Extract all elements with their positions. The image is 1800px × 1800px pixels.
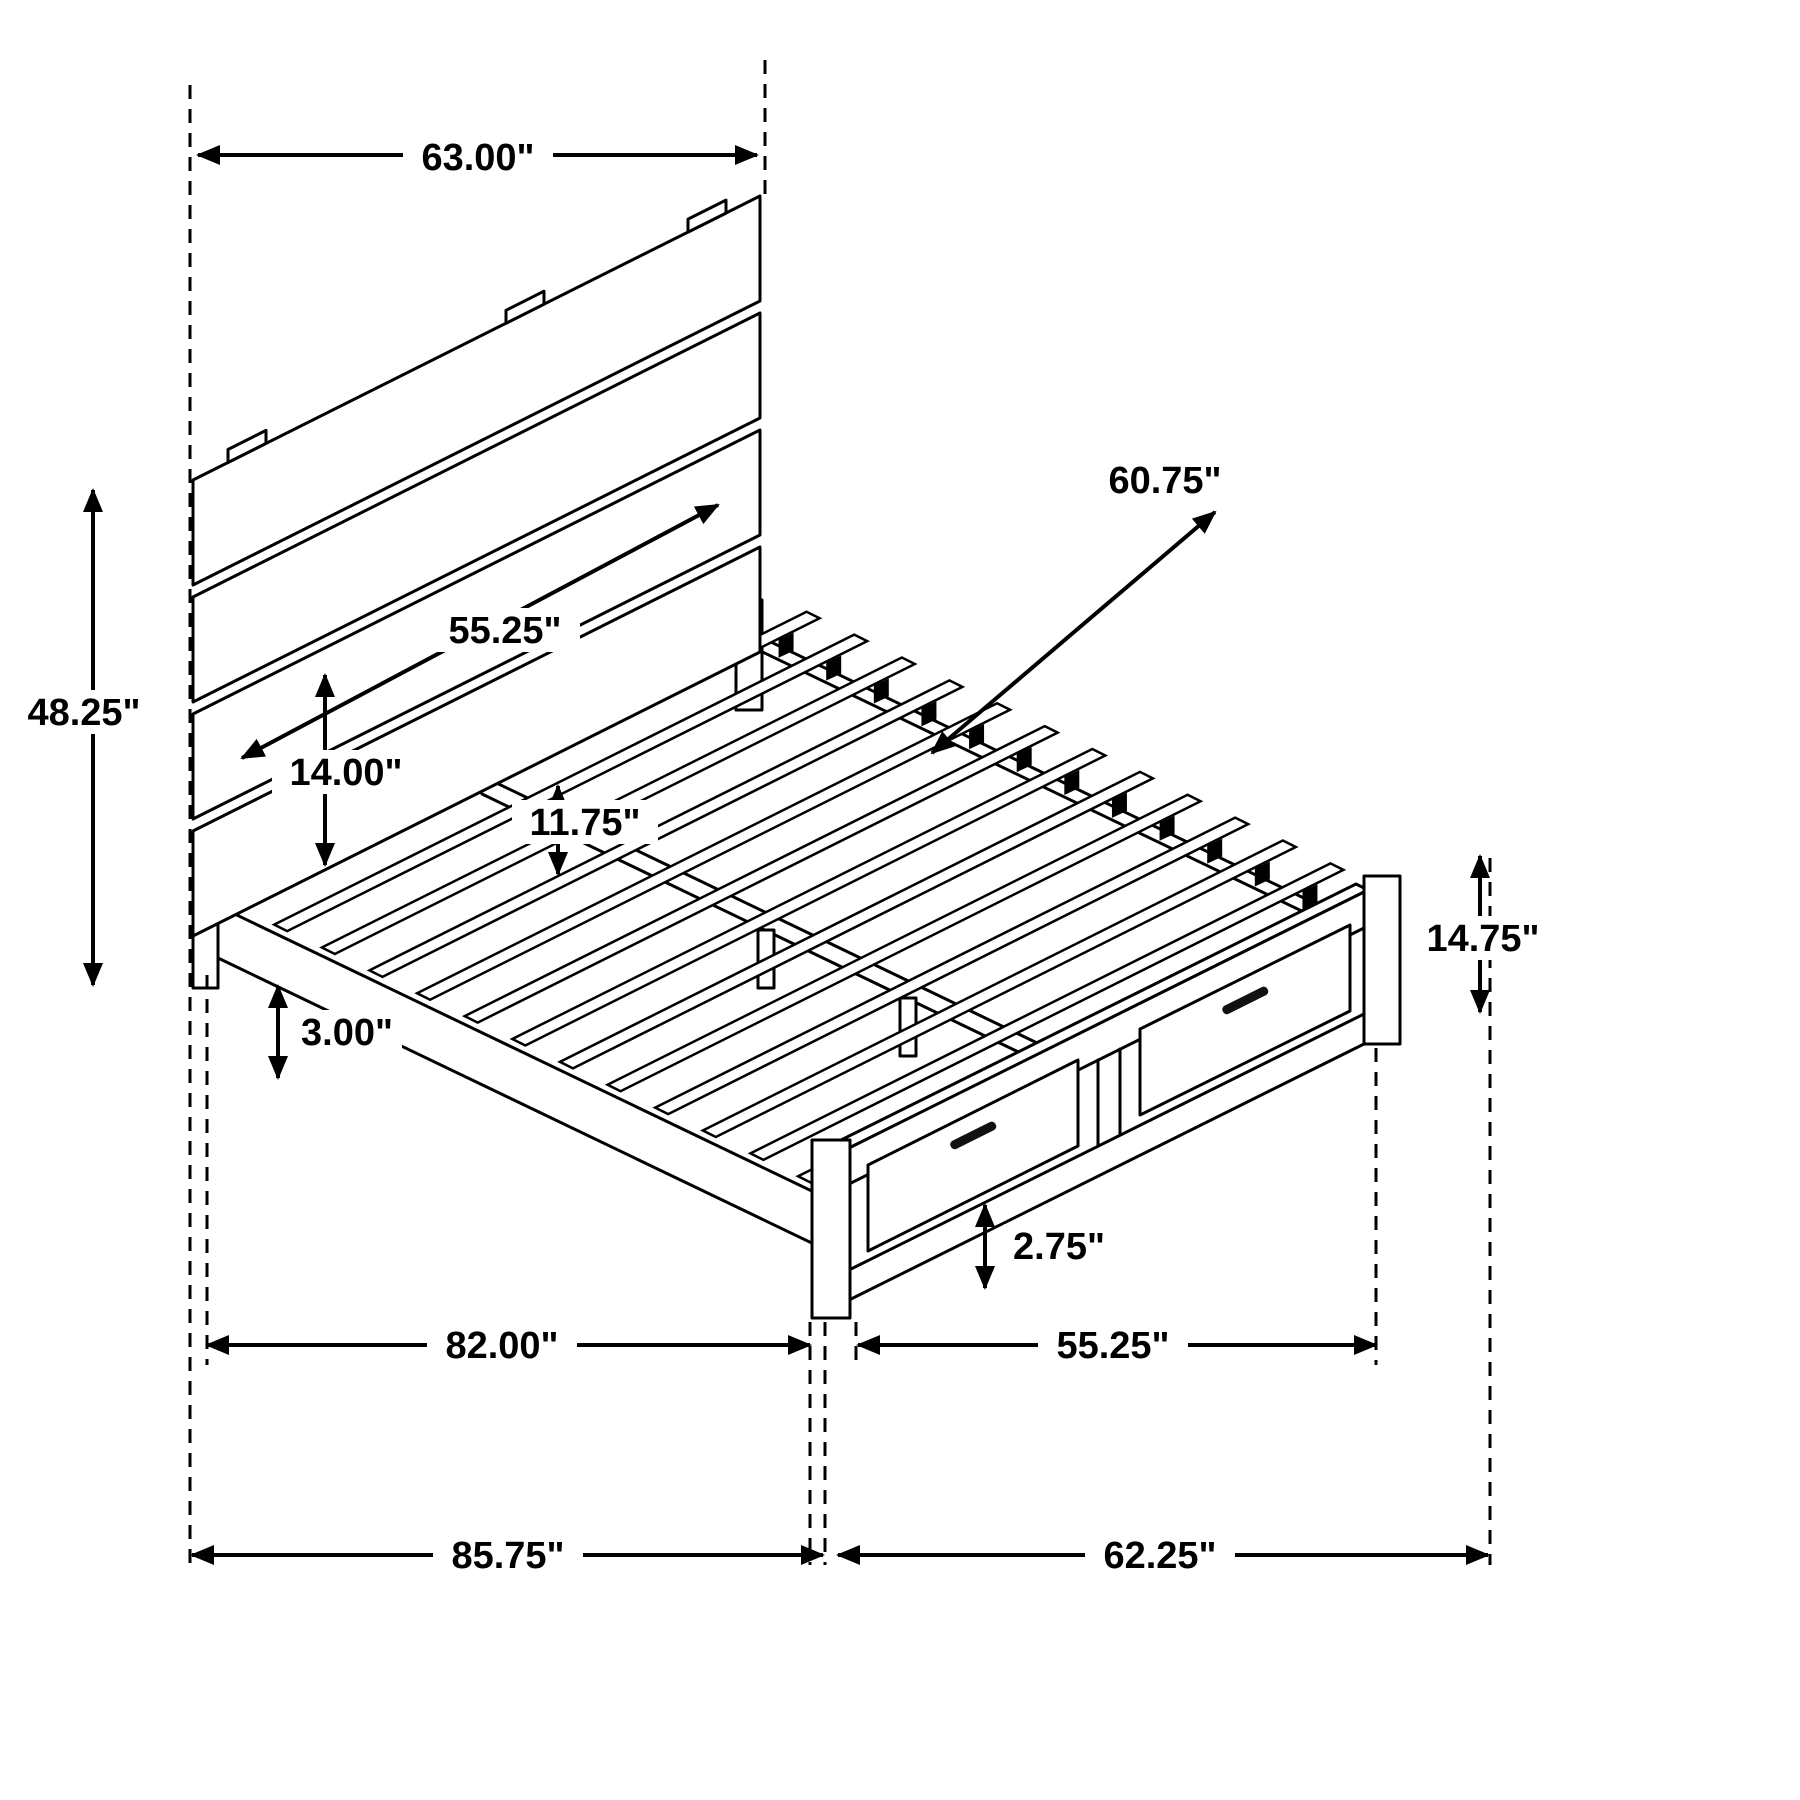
dim-label-headboard-width: 63.00" [421,137,534,179]
drawer-left-handle [950,1121,997,1150]
storage-footboard [831,882,1370,1304]
bed-slat [604,793,1204,1093]
dim-label-headboard-height: 48.25" [27,692,140,734]
slat-bracket [1254,861,1270,887]
dim-label-side-rail-height: 11.75" [529,802,640,844]
slat-bracket [778,632,794,658]
bed-slat [557,770,1156,1070]
dim-frame-clearance: 3.00" [268,984,402,1080]
slat-bracket [1159,815,1175,841]
slat-bracket [1111,792,1127,818]
dim-label-footboard-height: 14.75" [1426,918,1539,960]
slat-bracket [826,655,842,681]
headboard-plank [191,194,762,587]
dim-side-rail-height: 11.75" [512,784,658,876]
bed-slat [747,861,1347,1162]
headboard-tab [226,428,268,464]
dim-footboard-width: 55.25" [856,1323,1378,1367]
dim-label-frame-clearance: 3.00" [301,1012,393,1054]
slat-bracket [1064,769,1080,795]
drawer-right [1138,923,1352,1117]
bed-slat [700,839,1299,1139]
footboard-bottom-rail-line [843,1010,1370,1274]
dim-headboard-bottom-height: 14.00" [272,673,420,867]
dim-frame-length: 82.00" [205,1323,812,1367]
footboard-right-leg [1362,874,1402,1046]
dim-label-frame-length: 82.00" [445,1325,558,1367]
dim-label-overall-width: 62.25" [1103,1535,1216,1577]
drawer-left [866,1058,1080,1253]
dim-label-headboard-bottom-height: 14.00" [289,752,402,794]
dim-label-drawer-clearance: 2.75" [1013,1226,1105,1268]
footboard-left-leg [810,1138,852,1320]
dim-drawer-clearance: 2.75" [975,1203,1114,1290]
headboard-tab [504,289,546,325]
slat-bracket [1207,838,1223,864]
dim-footboard-height: 14.75" [1408,854,1558,1014]
headboard-tab [686,198,728,234]
bed-slat [652,816,1251,1116]
bed-slat [509,747,1109,1047]
slat-bracket [1302,884,1318,910]
dim-slat-length: 60.75" [930,458,1240,755]
dim-label-footboard-width: 55.25" [1056,1325,1169,1367]
dim-label-overall-length: 85.75" [451,1535,564,1577]
dim-label-headboard-panel-width: 55.25" [448,610,561,652]
extension-lines [188,60,1492,1565]
dim-overall-length: 85.75" [190,1533,825,1577]
dimensions: 63.00" 48.25" 55.25" 60.75" 14.00" 11.75… [10,133,1558,1577]
dim-headboard-height: 48.25" [10,488,158,987]
drawer-right-handle [1222,986,1269,1015]
dim-label-slat-length: 60.75" [1108,460,1221,502]
dim-overall-width: 62.25" [836,1533,1490,1577]
slat-bracket [873,678,889,704]
dim-headboard-width: 63.00" [196,133,759,179]
